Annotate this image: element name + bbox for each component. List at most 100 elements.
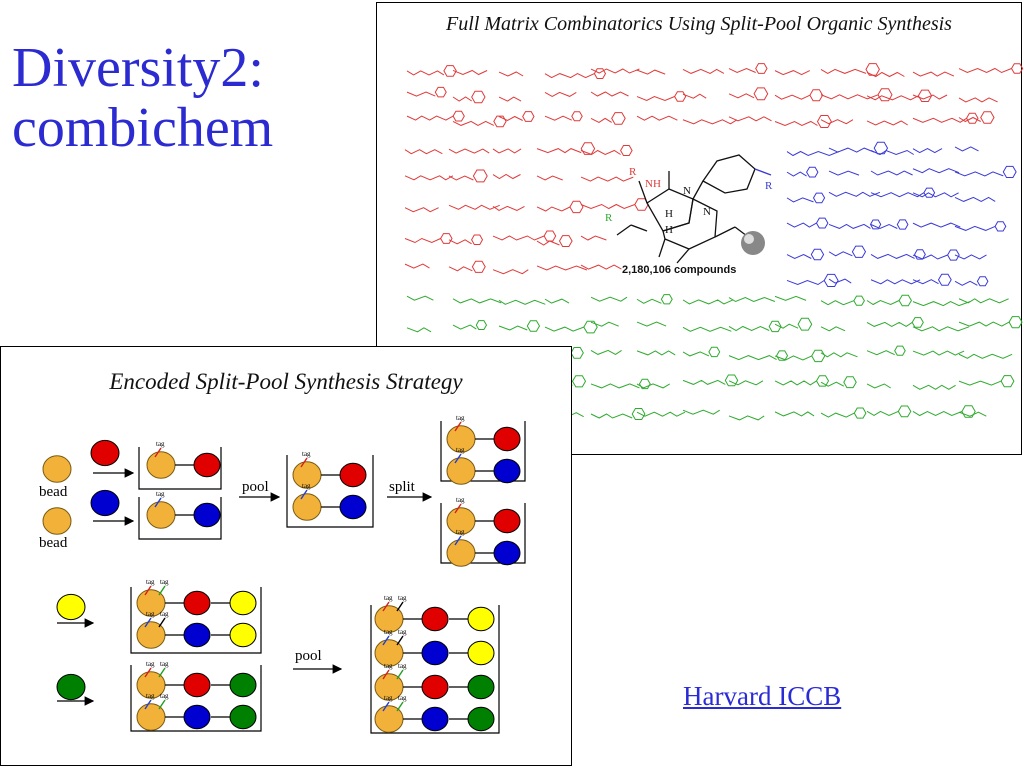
building-block-circle bbox=[90, 439, 120, 467]
structure-bonds bbox=[958, 380, 1002, 386]
structure-bonds bbox=[912, 192, 959, 198]
structure-ring bbox=[812, 192, 826, 204]
building-block-structure bbox=[536, 265, 588, 271]
structure-ring bbox=[674, 91, 687, 102]
structure-bonds bbox=[404, 237, 441, 244]
structure-bonds bbox=[498, 325, 528, 331]
structure-bonds bbox=[870, 223, 898, 230]
building-block-structure bbox=[406, 327, 432, 333]
structure-bonds bbox=[728, 415, 765, 421]
structure-ring bbox=[434, 86, 447, 98]
building-block-structure bbox=[406, 110, 465, 122]
tag-line bbox=[144, 585, 152, 596]
structure-ring bbox=[869, 219, 882, 230]
split-label: split bbox=[389, 479, 416, 495]
structure-bonds bbox=[954, 196, 996, 202]
tag-line bbox=[158, 699, 166, 710]
building-block-structure bbox=[404, 175, 454, 181]
structure-bonds bbox=[406, 91, 436, 97]
structure-bonds bbox=[820, 119, 854, 125]
building-block-structure bbox=[590, 349, 622, 355]
building-block-circle bbox=[339, 462, 367, 488]
building-block-structures: R NH H N R H N R 2,180,106 compounds bbox=[404, 63, 1024, 421]
structure-bonds bbox=[452, 96, 472, 102]
structure-bonds bbox=[590, 383, 640, 389]
core-label-h1: H bbox=[665, 208, 673, 220]
building-block-structure bbox=[452, 90, 486, 104]
structure-bonds bbox=[544, 73, 595, 79]
building-block-structure bbox=[498, 320, 541, 332]
building-block-structure bbox=[636, 91, 687, 102]
tag-label: tag bbox=[456, 414, 465, 422]
structure-ring bbox=[593, 68, 607, 79]
structure-ring bbox=[753, 87, 769, 101]
tag-label: tag bbox=[160, 610, 169, 618]
structure-ring bbox=[620, 145, 633, 156]
matrix-panel-title: Full Matrix Combinatorics Using Split-Po… bbox=[446, 13, 952, 35]
tag-label: tag bbox=[146, 610, 155, 618]
bead-circle bbox=[446, 457, 476, 485]
structure-bonds bbox=[958, 67, 1012, 74]
building-block-structure bbox=[544, 91, 577, 97]
building-block-structure bbox=[912, 222, 961, 228]
building-block-structure bbox=[492, 205, 525, 211]
structure-ring bbox=[898, 294, 912, 307]
structure-bonds bbox=[492, 235, 545, 241]
building-block-circle bbox=[90, 489, 120, 517]
structure-ring bbox=[815, 375, 830, 387]
structure-bonds bbox=[912, 384, 956, 390]
structure-ring bbox=[994, 221, 1007, 232]
building-block-circle bbox=[467, 674, 495, 700]
structure-bonds bbox=[820, 300, 854, 306]
tag-label: tag bbox=[456, 496, 465, 504]
tag-label: tag bbox=[146, 692, 155, 700]
building-block-structure bbox=[866, 120, 908, 126]
building-block-circle bbox=[56, 673, 86, 701]
structure-bonds bbox=[912, 94, 948, 100]
structure-bonds bbox=[866, 299, 900, 306]
building-block-structure bbox=[774, 295, 807, 301]
building-block-structure bbox=[492, 173, 521, 180]
building-block-structure bbox=[954, 254, 987, 260]
building-block-structure bbox=[536, 175, 563, 181]
title-line-2: combichem bbox=[12, 97, 274, 159]
building-block-circle bbox=[183, 622, 211, 648]
structure-bonds bbox=[774, 94, 811, 100]
bead-circle bbox=[42, 507, 72, 535]
building-block-circle bbox=[229, 704, 257, 730]
structure-bonds bbox=[536, 240, 560, 246]
building-block-structure bbox=[786, 273, 839, 287]
building-block-structure bbox=[544, 298, 570, 304]
structure-bonds bbox=[636, 411, 686, 417]
structure-ring bbox=[571, 375, 587, 388]
building-block-structure bbox=[820, 326, 846, 332]
structure-bonds bbox=[774, 120, 818, 127]
building-block-structure bbox=[912, 384, 956, 390]
structure-bonds bbox=[820, 412, 855, 418]
encoded-split-pool-panel: Encoded Split-Pool Synthesis Strategy ta… bbox=[0, 346, 572, 766]
structure-bonds bbox=[590, 68, 640, 74]
building-block-structure bbox=[544, 320, 598, 334]
building-block-structure bbox=[820, 352, 858, 358]
building-block-structure bbox=[820, 407, 867, 419]
building-block-structure bbox=[682, 299, 734, 305]
building-block-structure bbox=[912, 71, 955, 77]
building-block-structure bbox=[866, 71, 905, 78]
structure-bonds bbox=[870, 170, 913, 176]
building-block-structure bbox=[912, 249, 960, 261]
structure-ring bbox=[810, 248, 825, 261]
harvard-iccb-link[interactable]: Harvard ICCB bbox=[683, 681, 842, 711]
building-block-circle bbox=[493, 458, 521, 484]
tag-line bbox=[154, 447, 162, 458]
tag-line bbox=[158, 617, 166, 628]
structure-ring bbox=[896, 219, 909, 230]
building-block-circle bbox=[493, 426, 521, 452]
tag-label: tag bbox=[384, 694, 393, 702]
building-block-structure bbox=[866, 317, 924, 328]
structure-bonds bbox=[682, 119, 738, 125]
building-block-structure bbox=[536, 200, 584, 214]
structure-ring bbox=[894, 345, 906, 356]
building-block-circle bbox=[467, 606, 495, 632]
structure-ring bbox=[816, 115, 832, 128]
